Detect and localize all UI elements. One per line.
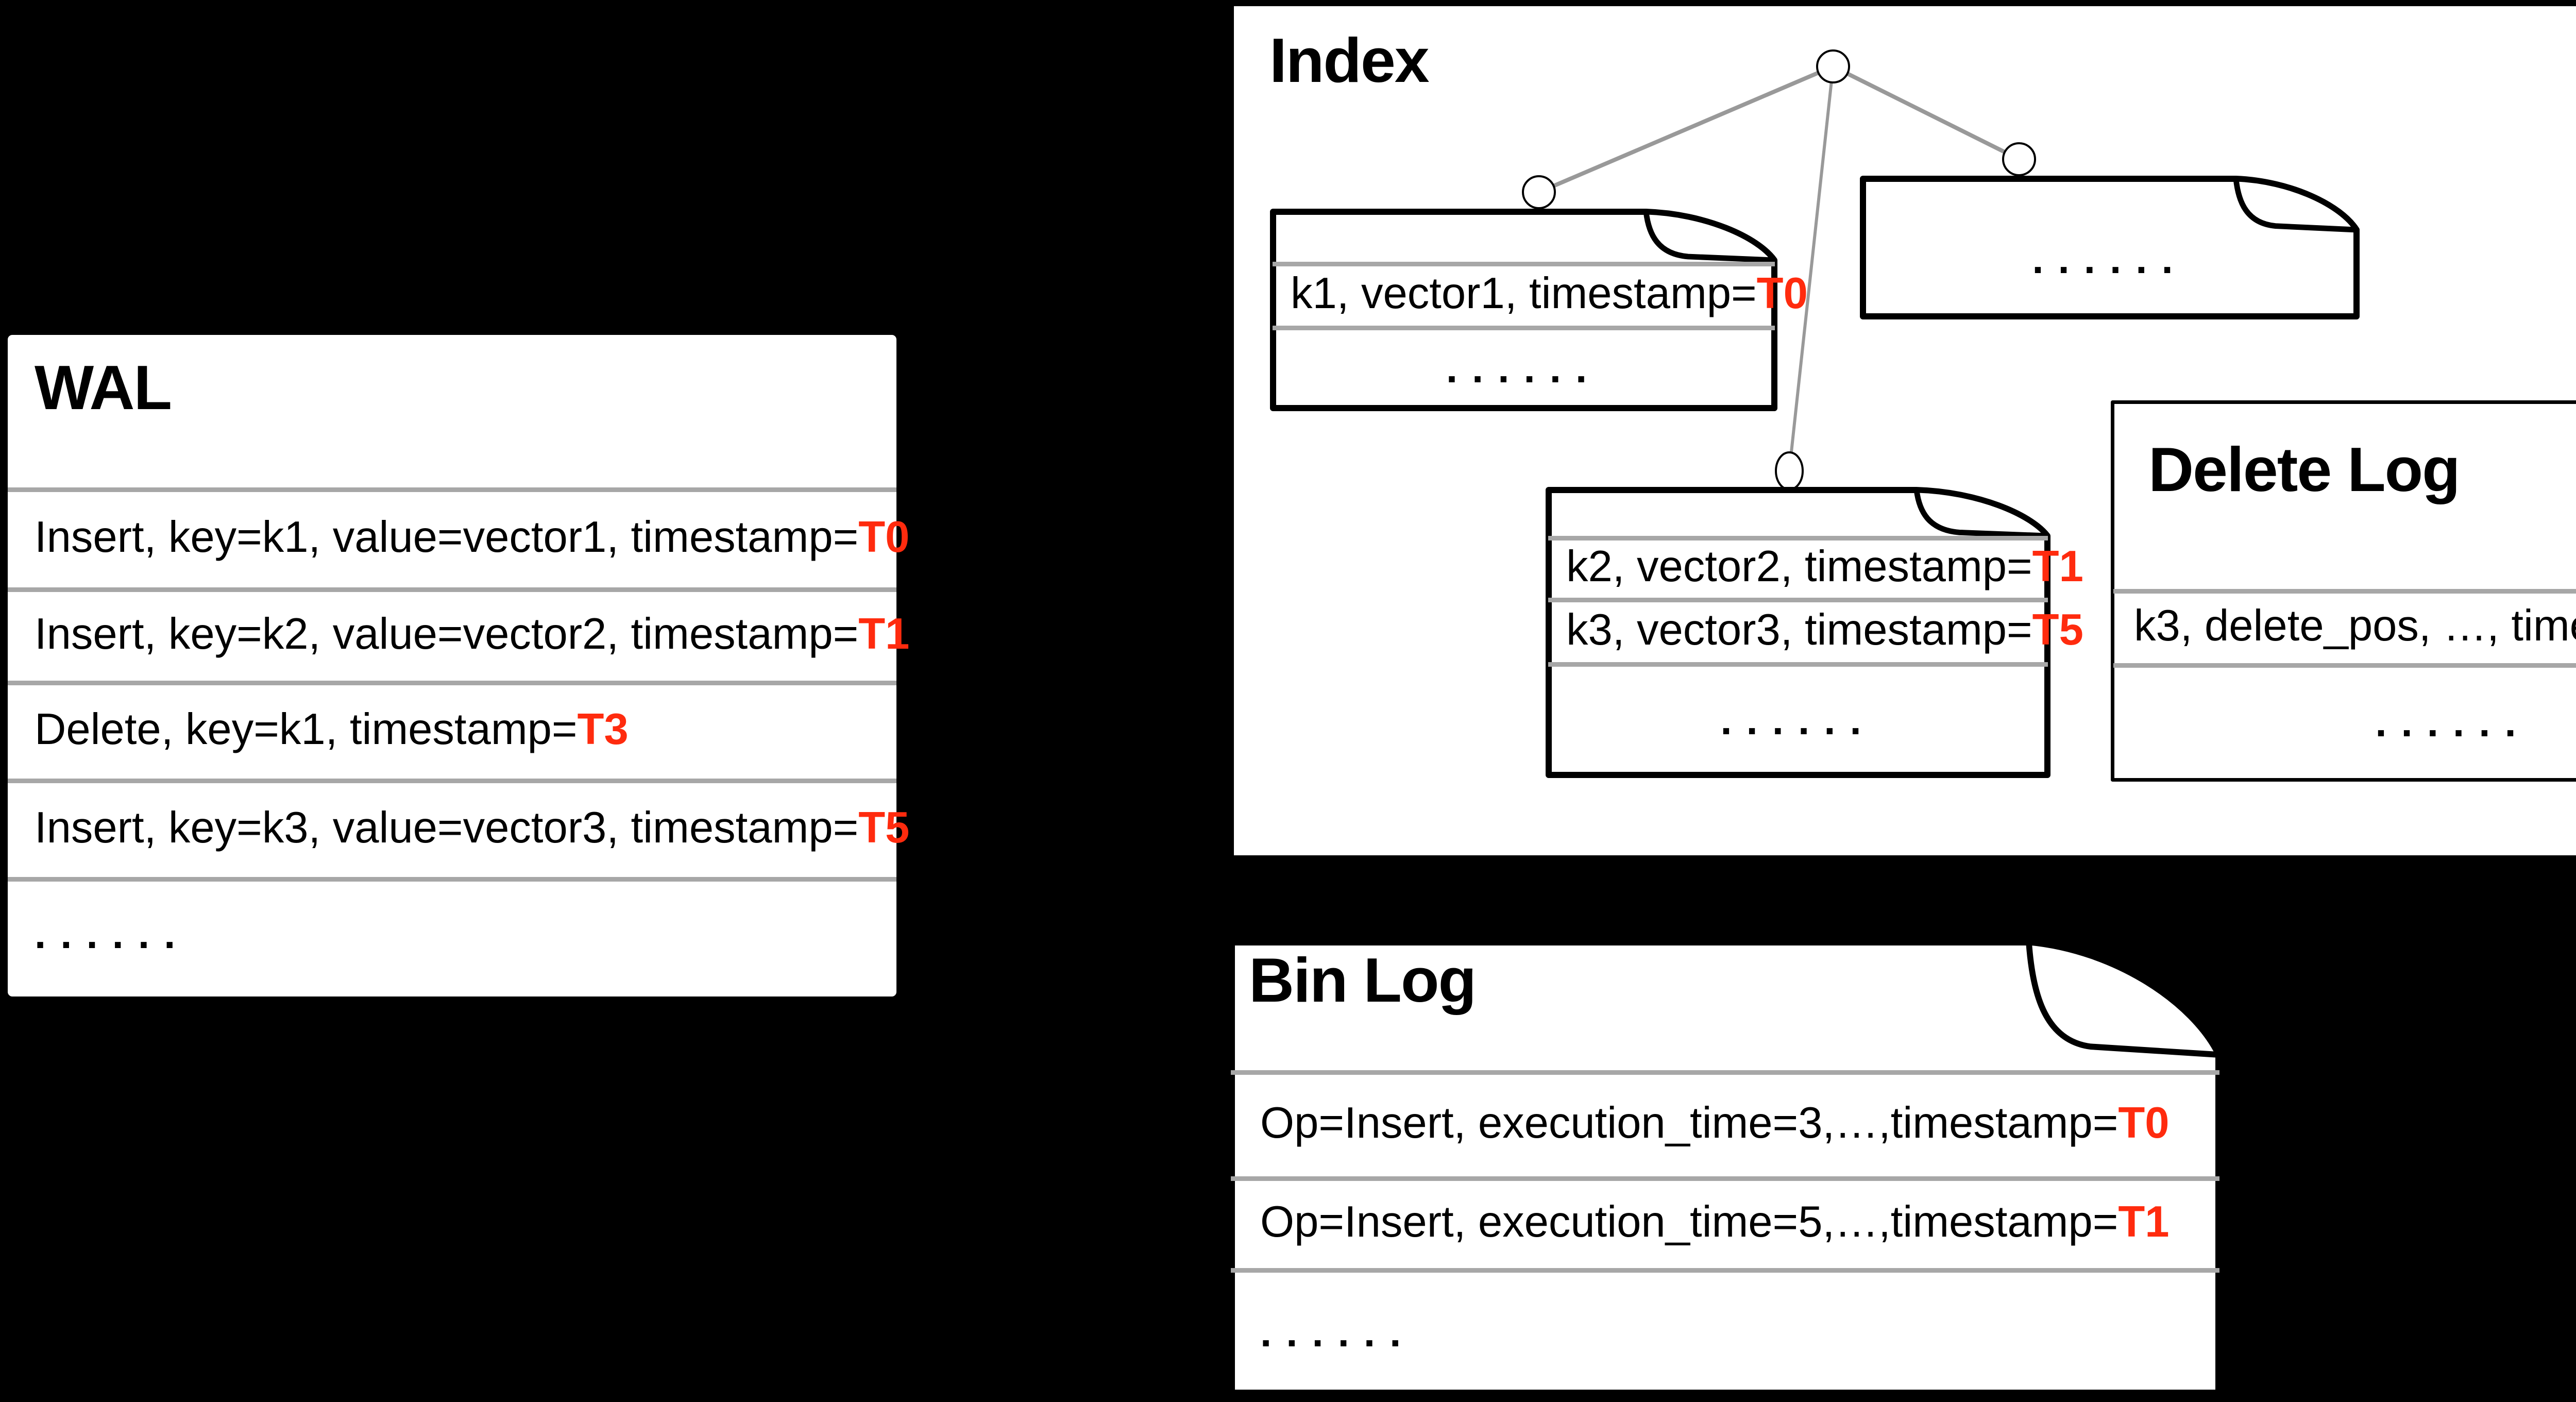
tree-edge-middle bbox=[1788, 66, 1835, 471]
document-fold-corner bbox=[1643, 209, 1777, 263]
row-divider bbox=[1231, 1268, 2219, 1273]
wal-row-text: Delete, key=k1, timestamp= bbox=[35, 705, 578, 754]
row-divider bbox=[1231, 1070, 2219, 1075]
index-doc3-row-timestamp: T5 bbox=[2032, 605, 2083, 654]
row-divider bbox=[1231, 1176, 2219, 1181]
index-segment-doc-1: k1, vector1, timestamp=T0 ...... bbox=[1270, 209, 1808, 411]
wal-row: Insert, key=k3, value=vector3, timestamp… bbox=[8, 779, 909, 877]
delete-log-doc: Delete Log k3, delete_pos, …, timestamp=… bbox=[2111, 400, 2576, 782]
bin-log-doc: Bin Log Op=Insert, execution_time=3,…,ti… bbox=[1228, 939, 2222, 1396]
row-divider bbox=[8, 587, 896, 592]
row-divider bbox=[2113, 663, 2576, 668]
wal-row-timestamp: T1 bbox=[858, 609, 910, 658]
index-doc3-row: k3, vector3, timestamp=T5 bbox=[1546, 598, 2083, 662]
document-fold-corner bbox=[1913, 487, 2050, 539]
index-doc1-more-row: ...... bbox=[1446, 345, 1602, 391]
tree-child-node-middle bbox=[1775, 451, 1804, 491]
index-doc1-row-timestamp: T0 bbox=[1756, 269, 1808, 318]
index-title: Index bbox=[1269, 25, 1430, 95]
wal-row-timestamp: T0 bbox=[858, 513, 910, 562]
wal-row: Insert, key=k2, value=vector2, timestamp… bbox=[8, 587, 909, 681]
delete-log-more-row: ...... bbox=[2375, 699, 2531, 745]
wal-row-timestamp: T3 bbox=[577, 705, 629, 754]
wal-row-text: Insert, key=k3, value=vector3, timestamp… bbox=[35, 803, 859, 852]
row-divider bbox=[1548, 598, 2048, 602]
index-doc3-more-row: ...... bbox=[1720, 697, 1876, 743]
row-divider bbox=[1273, 326, 1775, 330]
wal-row: Delete, key=k1, timestamp=T3 bbox=[8, 681, 896, 779]
tree-root-node bbox=[1816, 49, 1850, 83]
row-divider bbox=[1548, 662, 2048, 667]
index-doc3-row-timestamp: T1 bbox=[2032, 542, 2083, 591]
index-doc1-row: k1, vector1, timestamp=T0 bbox=[1270, 262, 1808, 326]
index-doc3-row-text: k3, vector3, timestamp= bbox=[1566, 605, 2032, 654]
index-doc3-row: k2, vector2, timestamp=T1 bbox=[1546, 536, 2083, 598]
wal-title: WAL bbox=[35, 352, 172, 423]
document-outline bbox=[1228, 939, 2222, 1396]
document-fold-corner bbox=[2233, 176, 2360, 233]
delete-log-row-text: k3, delete_pos, …, timestamp= bbox=[2134, 601, 2576, 650]
index-doc3-row-text: k2, vector2, timestamp= bbox=[1566, 542, 2032, 591]
bin-log-row-text: Op=Insert, execution_time=5,…,timestamp= bbox=[1260, 1197, 2119, 1246]
bin-log-more-row: ...... bbox=[1260, 1309, 1416, 1355]
bin-log-row-timestamp: T0 bbox=[2118, 1099, 2170, 1147]
tree-edge-right bbox=[1832, 64, 2020, 161]
wal-row-timestamp: T5 bbox=[858, 803, 910, 852]
wal-row-text: Insert, key=k2, value=vector2, timestamp… bbox=[35, 609, 859, 658]
row-divider bbox=[1548, 536, 2048, 540]
wal-row: Insert, key=k1, value=vector1, timestamp… bbox=[8, 487, 909, 587]
tree-child-node-right bbox=[2002, 142, 2036, 176]
row-divider bbox=[1273, 262, 1775, 266]
wal-box: WAL Insert, key=k1, value=vector1, times… bbox=[5, 332, 909, 999]
delete-log-row: k3, delete_pos, …, timestamp=T3 bbox=[2111, 589, 2576, 663]
bin-log-title: Bin Log bbox=[1249, 945, 1477, 1015]
document-outline bbox=[1860, 176, 2360, 319]
row-divider bbox=[8, 487, 896, 492]
bin-log-row: Op=Insert, execution_time=3,…,timestamp=… bbox=[1228, 1070, 2222, 1176]
document-outline bbox=[1270, 209, 1777, 411]
index-doc1-row-text: k1, vector1, timestamp= bbox=[1291, 269, 1757, 318]
bin-log-row-text: Op=Insert, execution_time=3,…,timestamp= bbox=[1260, 1099, 2119, 1147]
index-segment-doc-2: ...... bbox=[1860, 176, 2360, 319]
index-segment-doc-3: k2, vector2, timestamp=T1 k3, vector3, t… bbox=[1546, 487, 2083, 778]
tree-edge-left bbox=[1538, 64, 1834, 194]
bin-log-row: Op=Insert, execution_time=5,…,timestamp=… bbox=[1228, 1176, 2222, 1268]
row-divider bbox=[8, 877, 896, 882]
row-divider bbox=[8, 779, 896, 783]
row-divider bbox=[8, 681, 896, 685]
index-doc2-more-row: ...... bbox=[2032, 236, 2188, 282]
delete-log-title: Delete Log bbox=[2148, 434, 2461, 504]
tree-child-node-left bbox=[1522, 175, 1556, 209]
bin-log-row-timestamp: T1 bbox=[2118, 1197, 2170, 1246]
wal-more-row: ...... bbox=[35, 911, 190, 957]
document-outline bbox=[1546, 487, 2050, 778]
row-divider bbox=[2113, 589, 2576, 594]
wal-row-text: Insert, key=k1, value=vector1, timestamp… bbox=[35, 513, 859, 562]
document-fold-corner bbox=[2026, 939, 2222, 1058]
